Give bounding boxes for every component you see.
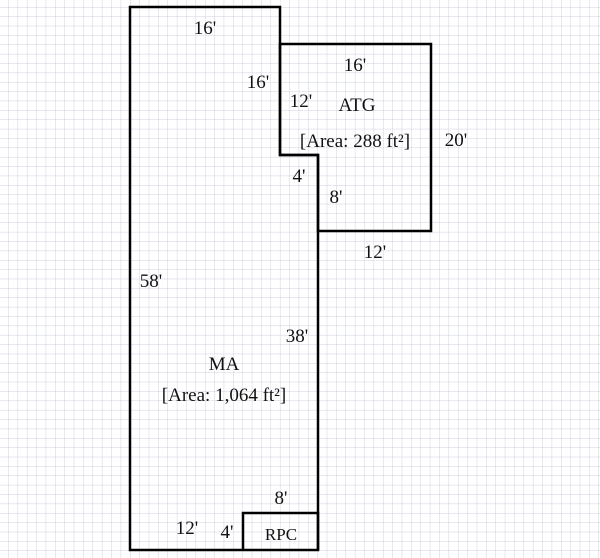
dim-ma-bottom: 12' (176, 518, 198, 539)
dim-ma-left: 58' (140, 271, 162, 292)
rpc-name: RPC (265, 525, 297, 544)
dim-ma-top: 16' (194, 18, 216, 39)
dim-atg-step-horizontal: 4' (293, 166, 306, 187)
atg-outline[interactable] (278, 42, 433, 233)
dim-atg-step-vertical: 8' (330, 187, 343, 208)
dim-atg-right: 20' (445, 130, 467, 151)
dim-ma-right-lower: 38' (286, 326, 308, 347)
ma-area-label: [Area: 1,064 ft²] (162, 385, 286, 406)
atg-name: ATG (339, 95, 376, 116)
ma-name: MA (209, 354, 240, 375)
dim-rpc-top: 8' (275, 488, 288, 509)
dim-rpc-left: 4' (221, 522, 234, 543)
dim-atg-bottom: 12' (364, 242, 386, 263)
rpc-outline[interactable] (241, 511, 320, 550)
dim-atg-left: 12' (290, 91, 312, 112)
dim-ma-right-upper: 16' (247, 72, 269, 93)
atg-area-label: [Area: 288 ft²] (300, 131, 410, 152)
dim-atg-top: 16' (344, 55, 366, 76)
